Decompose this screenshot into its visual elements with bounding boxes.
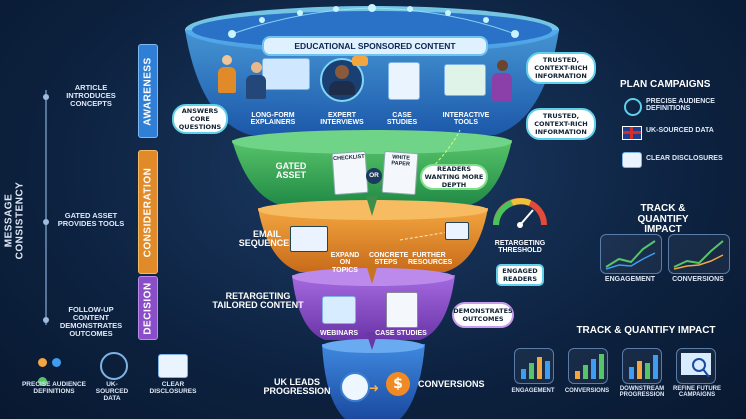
stage-awareness: AWARENESS <box>138 44 158 138</box>
track2-item-4: REFINE FUTURE CAMPAIGNS <box>673 386 721 399</box>
answers-bubble: ANSWERS CORE QUESTIONS <box>172 104 228 134</box>
awareness-item-1: LONG-FORM EXPLAINERS <box>250 112 296 127</box>
email-item-1: EXPAND ON TOPICS <box>330 252 360 274</box>
person-icon <box>490 60 514 104</box>
engagement-chart <box>600 234 662 274</box>
arrow-right-icon: ➜ <box>369 381 380 395</box>
left-icon-label-2: UK-SOURCED DATA <box>95 381 129 402</box>
stage-awareness-label: AWARENESS <box>142 56 154 126</box>
plan-item-1: PRECISE AUDIENCE DEFINITIONS <box>646 98 715 113</box>
bar-chart-icon <box>622 348 662 384</box>
white-paper-label: WHITE PAPER <box>391 154 411 168</box>
people-group-icon <box>340 372 370 402</box>
email-item-3: FURTHER RESOURCES <box>408 252 453 267</box>
engaged-bubble: ENGAGED READERS <box>496 264 544 286</box>
message-consistency-label: MESSAGE CONSISTENCY <box>3 181 26 260</box>
bottom-title: UK LEADS PROGRESSION <box>263 377 331 397</box>
magnifier-chart-icon <box>676 348 716 384</box>
plan-campaigns-title: PLAN CAMPAIGNS <box>620 79 711 90</box>
demonstrates-bubble: DEMONSTRATES OUTCOMES <box>452 302 514 328</box>
stage-decision-label: DECISION <box>142 281 154 335</box>
globe-icon <box>100 352 128 380</box>
target-icon <box>624 98 642 116</box>
white-paper-icon: WHITE PAPER <box>381 150 419 196</box>
audience-icon <box>38 352 68 386</box>
trusted-bubble-bottom: TRUSTED, CONTEXT-RICH INFORMATION <box>526 108 596 140</box>
email-title: EMAIL SEQUENCES <box>238 229 296 249</box>
readers-bubble: READERS WANTING MORE DEPTH <box>420 164 488 190</box>
awareness-item-3: CASE STUDIES <box>386 112 418 127</box>
consideration-title: GATED ASSET <box>275 161 307 181</box>
left-note-3: FOLLOW-UP CONTENT DEMONSTRATES OUTCOMES <box>59 305 123 338</box>
left-note-2: GATED ASSET PROVIDES TOOLS <box>57 211 125 228</box>
case-study-doc-icon <box>386 292 418 328</box>
stage-consideration: CONSIDERATION <box>138 150 158 274</box>
decision-item-1: WEBINARS <box>319 330 359 337</box>
awareness-item-2: EXPERT INTERVIEWS <box>320 112 364 127</box>
decision-item-2: CASE STUDIES <box>375 330 427 337</box>
bar-chart-icon <box>568 348 608 384</box>
retargeting-threshold: RETARGETING THRESHOLD <box>494 240 546 255</box>
chat-bubble-icon <box>352 56 368 66</box>
conversions-chart <box>668 234 730 274</box>
decision-title: RETARGETING TAILORED CONTENT <box>212 291 304 311</box>
track-chart-label-2: CONVERSIONS <box>672 276 724 283</box>
or-badge: OR <box>366 168 382 184</box>
certificate-icon <box>158 354 188 378</box>
dollar-icon: $ <box>386 372 410 396</box>
plan-item-2: UK-SOURCED DATA <box>646 127 714 134</box>
plan-item-3: CLEAR DISCLOSURES <box>646 155 723 162</box>
certificate-icon <box>622 152 642 168</box>
conversions-label: CONVERSIONS <box>418 379 485 389</box>
case-study-doc-icon <box>388 62 420 100</box>
envelope-icon <box>445 222 469 240</box>
checklist-label: CHECKLIST <box>333 153 365 163</box>
uk-flag-icon <box>622 126 642 140</box>
track2-item-1: ENGAGEMENT <box>511 388 555 394</box>
trusted-bubble-top: TRUSTED, CONTEXT-RICH INFORMATION <box>526 52 596 84</box>
bar-chart-icon <box>514 348 554 384</box>
track-title-2: TRACK & QUANTIFY IMPACT <box>576 325 716 336</box>
person-icon <box>244 62 268 102</box>
webinar-icon <box>322 296 356 324</box>
email-item-2: CONCRETE STEPS <box>369 252 409 267</box>
left-icon-label-3: CLEAR DISCLOSURES <box>149 381 197 395</box>
track2-item-3: DOWNSTREAM PROGRESSION <box>619 386 665 399</box>
checklist-icon: CHECKLIST <box>331 150 369 196</box>
track-title-1: TRACK & QUANTIFY IMPACT <box>637 203 689 235</box>
left-note-1: ARTICLE INTRODUCES CONCEPTS <box>66 83 116 108</box>
envelope-icon <box>290 226 328 252</box>
track2-item-2: CONVERSIONS <box>564 388 610 394</box>
left-icon-label-1: PRECISE AUDIENCE DEFINITIONS <box>21 381 87 395</box>
stage-consideration-label: CONSIDERATION <box>142 167 154 257</box>
person-icon <box>216 55 238 95</box>
trend-up-icon <box>605 240 656 270</box>
top-banner: EDUCATIONAL SPONSORED CONTENT <box>262 36 488 56</box>
stage-decision: DECISION <box>138 276 158 340</box>
laptop-icon <box>262 58 310 90</box>
awareness-item-4: INTERACTIVE TOOLS <box>442 112 490 127</box>
trend-up-icon <box>673 240 724 270</box>
monitor-icon <box>444 64 486 96</box>
track-chart-label-1: ENGAGEMENT <box>604 276 656 283</box>
